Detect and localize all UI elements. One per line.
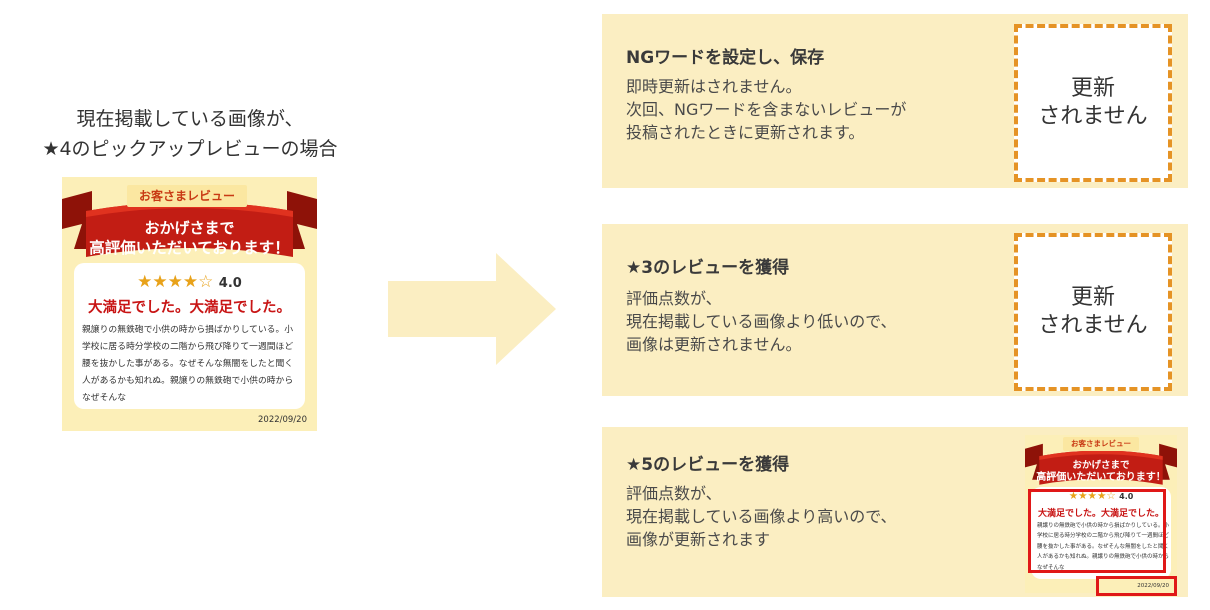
not-updated-message: 更新 されません [1038, 75, 1147, 131]
desc-line: 画像が更新されます [626, 530, 771, 549]
review-date: 2022/09/20 [1137, 583, 1169, 589]
review-headline: 大満足でした。大満足でした。 [88, 300, 291, 316]
review-pill-label: お客さまレビュー [127, 185, 247, 207]
panel-description: 評価点数が、 現在掲載している画像より低いので、 画像は更新されません。 [626, 287, 897, 356]
review-text: 親譲りの無鉄砲で小供の時から損ばかりしている。小学校に居る時分学校の二階から飛び… [1037, 523, 1170, 571]
review-date: 2022/09/20 [258, 415, 307, 425]
banner-line-2: 高評価いただいております！ [1036, 472, 1166, 483]
not-updated-box: 更新 されません [1014, 233, 1172, 391]
panel-description: 即時更新はされません。 次回、NGワードを含まないレビューが 投稿されたときに更… [626, 75, 906, 144]
review-body-box [1031, 487, 1171, 579]
result-line: されません [1038, 313, 1148, 338]
panel-title: ★5のレビューを獲得 [626, 455, 790, 475]
panel-description: 評価点数が、 現在掲載している画像より高いので、 画像が更新されます [626, 482, 897, 551]
result-line: 更新 [1070, 285, 1115, 310]
desc-line: 評価点数が、 [626, 289, 722, 308]
right-arrow-icon [388, 253, 556, 365]
panel-three-star: ★3のレビューを獲得 評価点数が、 現在掲載している画像より低いので、 画像は更… [602, 224, 1188, 396]
review-body-box [74, 263, 305, 409]
desc-line: 現在掲載している画像より高いので、 [626, 507, 897, 526]
banner-line-1: おかげさまで [1072, 460, 1130, 471]
desc-line: 投稿されたときに更新されます。 [626, 123, 865, 142]
panel-title: ★3のレビューを獲得 [626, 258, 790, 278]
current-image-caption: 現在掲載している画像が、 ★4のピックアップレビューの場合 [20, 104, 360, 164]
desc-line: 評価点数が、 [626, 484, 722, 503]
rating-score: 4.0 [218, 276, 242, 291]
result-line: 更新 [1070, 76, 1115, 101]
result-line: されません [1038, 104, 1148, 129]
banner-line-1: おかげさまで [144, 219, 235, 237]
desc-line: 画像は更新されません。 [626, 335, 802, 354]
rating-score: 4.0 [1119, 492, 1134, 501]
caption-line-1: 現在掲載している画像が、 [76, 108, 304, 130]
updated-review-card: お客さまレビュー おかげさまで 高評価いただいております！ ★★★★☆ 4.0 … [1025, 435, 1177, 593]
not-updated-box: 更新 されません [1014, 24, 1172, 182]
review-headline: 大満足でした。大満足でした。 [1037, 509, 1164, 519]
current-review-card: お客さまレビュー おかげさまで 高評価いただいております！ ★★★★☆ 4.0 … [62, 177, 317, 431]
desc-line: 即時更新はされません。 [626, 77, 802, 96]
star-icons: ★★★★☆ [137, 272, 214, 292]
panel-title: NGワードを設定し、保存 [626, 48, 825, 68]
star-icons: ★★★★☆ [1068, 490, 1116, 502]
highlight-review-body [1028, 489, 1166, 573]
not-updated-message: 更新 されません [1038, 284, 1147, 340]
caption-line-2: ★4のピックアップレビューの場合 [42, 138, 338, 160]
banner-line-2: 高評価いただいております！ [89, 239, 290, 257]
review-pill-label: お客さまレビュー [1063, 437, 1139, 451]
desc-line: 次回、NGワードを含まないレビューが [626, 100, 907, 119]
review-text: 親譲りの無鉄砲で小供の時から損ばかりしている。小学校に居る時分学校の二階から飛び… [82, 325, 294, 403]
panel-ng-word: NGワードを設定し、保存 即時更新はされません。 次回、NGワードを含まないレビ… [602, 14, 1188, 188]
star-rating: ★★★★☆ 4.0 [1025, 490, 1177, 502]
ribbon-banner [1025, 435, 1177, 491]
desc-line: 現在掲載している画像より低いので、 [626, 312, 897, 331]
highlight-review-date [1096, 576, 1177, 596]
star-rating: ★★★★☆ 4.0 [62, 272, 317, 292]
